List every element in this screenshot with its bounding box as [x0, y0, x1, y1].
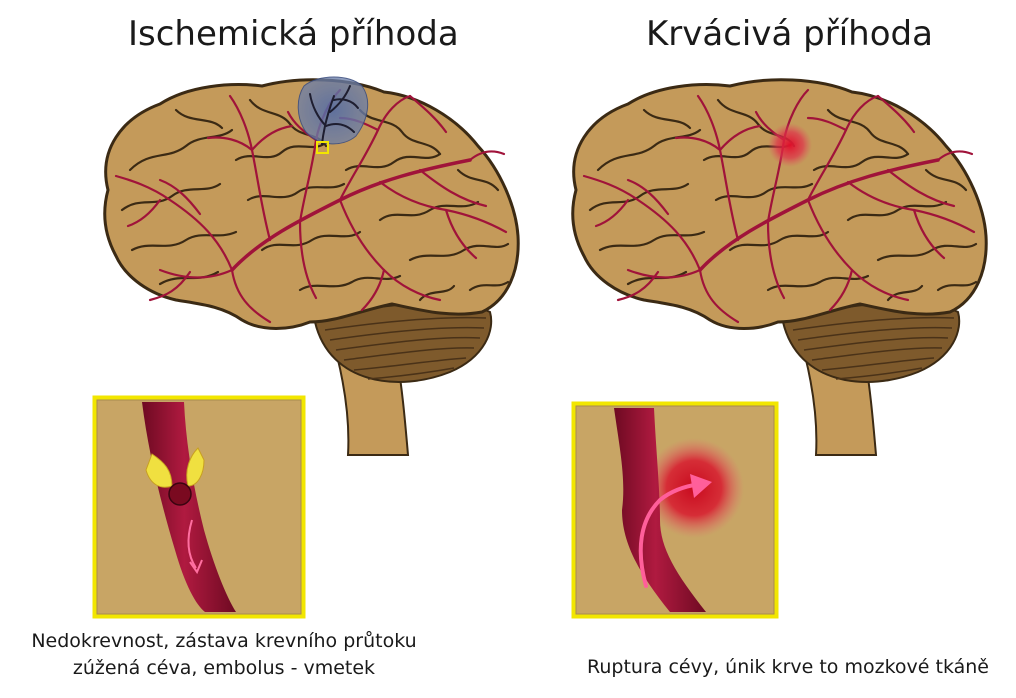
hemorrhagic-vessel-inset — [574, 404, 776, 616]
ischemic-caption-line2: zúžená céva, embolus - vmetek — [0, 655, 448, 682]
hemorrhagic-caption: Ruptura cévy, únik krve to mozkové tkáně — [560, 654, 1016, 681]
hemorrhage-spot — [768, 123, 812, 167]
ischemic-vessel-inset — [95, 398, 303, 616]
ischemic-caption: Nedokrevnost, zástava krevního průtoku z… — [0, 628, 448, 682]
right-brain-illustration — [573, 80, 986, 455]
ischemic-caption-line1: Nedokrevnost, zástava krevního průtoku — [0, 628, 448, 655]
hemorrhagic-caption-line1: Ruptura cévy, únik krve to mozkové tkáně — [560, 654, 1016, 681]
